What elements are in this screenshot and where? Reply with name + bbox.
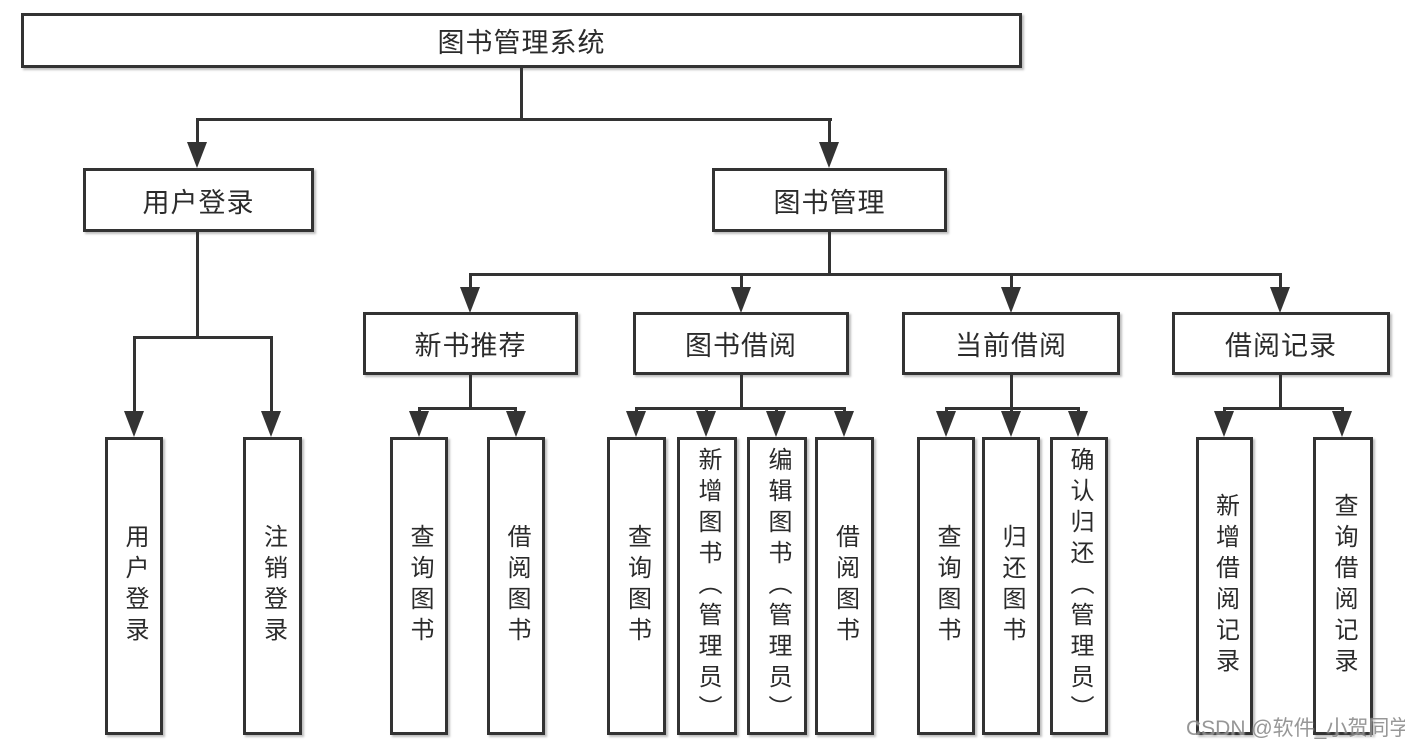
connector-stub-login	[196, 118, 199, 143]
arrow-down-icon	[261, 411, 281, 437]
leaf-records-add-record: 新增借阅记录	[1196, 437, 1253, 735]
connector-stub-level2	[1010, 273, 1013, 288]
connector-manage-horizontal	[470, 273, 1282, 276]
arrow-down-icon	[409, 411, 429, 437]
node-book-borrow: 图书借阅	[633, 312, 849, 375]
connector-stub-leaf	[270, 336, 273, 413]
node-label: 新增图书（管理员）	[694, 446, 721, 726]
node-label: 图书管理系统	[437, 28, 606, 58]
arrow-down-icon	[819, 142, 839, 168]
connector-login-vertical	[196, 232, 199, 336]
connector-root-vertical	[520, 68, 523, 118]
connector-stub-level2	[469, 273, 472, 288]
connector-borrow-horizontal	[635, 407, 845, 410]
connector-login-horizontal	[133, 336, 273, 339]
arrow-down-icon	[1001, 411, 1021, 437]
node-label: 编辑图书（管理员）	[764, 446, 791, 726]
leaf-current-confirm-return-admin: 确认归还（管理员）	[1050, 437, 1108, 735]
leaf-user-login: 用户登录	[105, 437, 163, 735]
node-label: 借阅记录	[1225, 331, 1337, 361]
leaf-borrow-borrow-books: 借阅图书	[815, 437, 874, 735]
leaf-borrow-add-books-admin: 新增图书（管理员）	[677, 437, 737, 735]
arrow-down-icon	[834, 411, 854, 437]
node-current-borrow: 当前借阅	[902, 312, 1120, 375]
node-user-login: 用户登录	[83, 168, 314, 232]
node-label: 用户登录	[142, 187, 255, 218]
node-label: 新增借阅记录	[1211, 493, 1239, 679]
node-root: 图书管理系统	[21, 13, 1022, 68]
node-label: 注销登录	[259, 524, 287, 648]
node-new-book-recommend: 新书推荐	[363, 312, 578, 375]
node-label: 查询图书	[623, 524, 651, 648]
connector-manage-vertical	[828, 232, 831, 273]
leaf-logout: 注销登录	[243, 437, 302, 735]
node-label: 图书管理	[773, 187, 886, 218]
leaf-records-query-record: 查询借阅记录	[1313, 437, 1373, 735]
node-label: 查询图书	[933, 524, 960, 648]
arrow-down-icon	[1214, 411, 1234, 437]
arrow-down-icon	[1270, 287, 1290, 313]
node-book-manage: 图书管理	[712, 168, 947, 232]
connector-stub-manage	[828, 118, 831, 143]
arrow-down-icon	[936, 411, 956, 437]
arrow-down-icon	[766, 411, 786, 437]
node-label: 用户登录	[121, 524, 148, 648]
connector-borrow-vertical	[740, 375, 743, 407]
node-label: 确认归还（管理员）	[1066, 446, 1093, 726]
connector-stub-level2	[740, 273, 743, 288]
node-label: 归还图书	[998, 524, 1025, 648]
arrow-down-icon	[1001, 287, 1021, 313]
csdn-watermark: CSDN @软件_小贺同学	[1186, 717, 1405, 740]
node-label: 新书推荐	[414, 331, 527, 361]
node-label: 查询图书	[406, 524, 433, 648]
leaf-recommend-query-books: 查询图书	[390, 437, 448, 735]
arrow-down-icon	[506, 411, 526, 437]
connector-stub-level2	[1279, 273, 1282, 288]
connector-current-vertical	[1010, 375, 1013, 407]
arrow-down-icon	[731, 287, 751, 313]
arrow-down-icon	[187, 142, 207, 168]
arrow-down-icon	[626, 411, 646, 437]
node-label: 借阅图书	[831, 524, 859, 648]
node-label: 图书借阅	[685, 331, 797, 361]
arrow-down-icon	[1332, 411, 1352, 437]
node-label: 查询借阅记录	[1330, 493, 1357, 679]
arrow-down-icon	[1068, 411, 1088, 437]
leaf-current-query-books: 查询图书	[917, 437, 975, 735]
leaf-borrow-edit-books-admin: 编辑图书（管理员）	[747, 437, 807, 735]
leaf-current-return-books: 归还图书	[982, 437, 1040, 735]
arrow-down-icon	[696, 411, 716, 437]
connector-stub-leaf	[133, 336, 136, 413]
arrow-down-icon	[124, 411, 144, 437]
connector-root-horizontal	[196, 118, 832, 121]
node-borrow-records: 借阅记录	[1172, 312, 1390, 375]
arrow-down-icon	[460, 287, 480, 313]
connector-recommend-horizontal	[418, 407, 517, 410]
leaf-recommend-borrow-books: 借阅图书	[487, 437, 545, 735]
connector-records-horizontal	[1223, 407, 1344, 410]
connector-records-vertical	[1279, 375, 1282, 407]
node-label: 借阅图书	[503, 524, 530, 648]
connector-recommend-vertical	[469, 375, 472, 407]
leaf-borrow-query-books: 查询图书	[607, 437, 666, 735]
node-label: 当前借阅	[955, 331, 1067, 361]
